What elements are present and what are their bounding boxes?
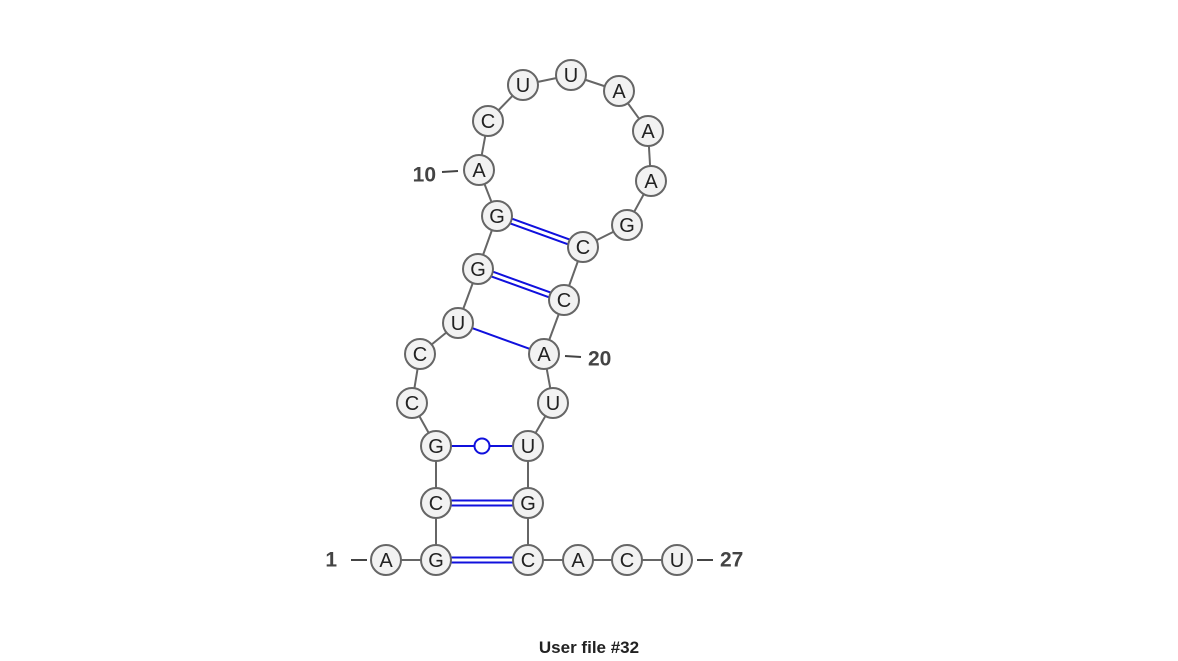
nucleotide-circle bbox=[603, 75, 635, 107]
nucleotide-circle bbox=[404, 338, 436, 370]
nucleotide-letter: U bbox=[516, 75, 530, 97]
nucleotide-letter: U bbox=[451, 313, 465, 335]
nucleotide-circle bbox=[512, 430, 544, 462]
nucleotide-circle bbox=[661, 544, 693, 576]
position-label: 10 bbox=[413, 164, 436, 187]
nucleotide-letter: C bbox=[521, 550, 535, 572]
nucleotide: G bbox=[420, 430, 452, 462]
nucleotide-circle bbox=[512, 544, 544, 576]
nucleotide-letter: A bbox=[472, 160, 486, 182]
nucleotide-circle bbox=[507, 69, 539, 101]
nucleotide: G bbox=[481, 200, 513, 232]
position-labels: 1 10 20 27 bbox=[325, 164, 743, 572]
nucleotide-letter: G bbox=[489, 206, 505, 228]
base-pair-line bbox=[471, 327, 531, 350]
nucleotide-circle bbox=[462, 253, 494, 285]
nucleotide-letter: A bbox=[641, 121, 655, 143]
nucleotide-circle bbox=[611, 544, 643, 576]
nucleotide-letter: A bbox=[644, 171, 658, 193]
nucleotide-letter: C bbox=[429, 493, 443, 515]
nucleotide: U bbox=[442, 307, 474, 339]
nucleotide: C bbox=[472, 105, 504, 137]
nucleotide-letter: C bbox=[405, 393, 419, 415]
nucleotide: U bbox=[512, 430, 544, 462]
nucleotide: G bbox=[611, 209, 643, 241]
nucleotide: G bbox=[420, 544, 452, 576]
nucleotide-letter: C bbox=[481, 111, 495, 133]
nucleotide-circle bbox=[635, 165, 667, 197]
nucleotide: C bbox=[404, 338, 436, 370]
nucleotide-letter: G bbox=[619, 215, 635, 237]
nucleotide-circle bbox=[472, 105, 504, 137]
nucleotide-circle bbox=[442, 307, 474, 339]
nucleotide: A bbox=[528, 338, 560, 370]
nucleotide-letter: U bbox=[670, 550, 684, 572]
nucleotide: G bbox=[512, 487, 544, 519]
nucleotide-circle bbox=[463, 154, 495, 186]
nucleotide: C bbox=[396, 387, 428, 419]
nucleotide-letter: G bbox=[470, 259, 486, 281]
nucleotide: C bbox=[512, 544, 544, 576]
nucleotide-circle bbox=[632, 115, 664, 147]
nucleotide-letter: A bbox=[537, 344, 551, 366]
nucleotide-circle bbox=[420, 430, 452, 462]
position-label: 27 bbox=[720, 549, 743, 572]
nucleotide: C bbox=[548, 284, 580, 316]
nucleotide-circle bbox=[481, 200, 513, 232]
position-label: 20 bbox=[588, 348, 611, 371]
nucleotide: U bbox=[537, 387, 569, 419]
nucleotide-letter: C bbox=[413, 344, 427, 366]
nucleotide: A bbox=[463, 154, 495, 186]
wobble-pair-marker bbox=[473, 437, 491, 455]
nucleotide-circle bbox=[567, 231, 599, 263]
nucleotide-letter: C bbox=[620, 550, 634, 572]
nucleotide-circle bbox=[537, 387, 569, 419]
nucleotide: U bbox=[555, 59, 587, 91]
position-tick bbox=[564, 355, 582, 358]
nucleotide-letter: G bbox=[520, 493, 536, 515]
base-pair-line bbox=[509, 222, 569, 246]
nucleotide-circle bbox=[555, 59, 587, 91]
nucleotide-circle bbox=[528, 338, 560, 370]
nucleotide-circle bbox=[512, 487, 544, 519]
nucleotide: G bbox=[462, 253, 494, 285]
nucleotide: U bbox=[661, 544, 693, 576]
nucleotide-letter: C bbox=[557, 290, 571, 312]
nucleotide-letter: U bbox=[521, 436, 535, 458]
nucleotide: C bbox=[567, 231, 599, 263]
nucleotide-letter: G bbox=[428, 550, 444, 572]
nucleotide-letter: A bbox=[612, 81, 626, 103]
nucleotide: A bbox=[370, 544, 402, 576]
nucleotide: A bbox=[562, 544, 594, 576]
nucleotide-circle bbox=[562, 544, 594, 576]
base-pair-line bbox=[492, 270, 552, 294]
position-label: 1 bbox=[325, 549, 337, 572]
nucleotide-circle bbox=[420, 544, 452, 576]
base-pair-line bbox=[511, 217, 571, 241]
nucleotide-circle bbox=[396, 387, 428, 419]
nucleotide: C bbox=[420, 487, 452, 519]
backbone-links bbox=[386, 74, 677, 561]
nucleotide-letter: G bbox=[428, 436, 444, 458]
base-pair-line bbox=[490, 275, 550, 299]
nucleotide-letter: C bbox=[576, 237, 590, 259]
nucleotide-circle bbox=[548, 284, 580, 316]
nucleotide-circle bbox=[370, 544, 402, 576]
nucleotide-letter: A bbox=[379, 550, 393, 572]
position-tick bbox=[441, 170, 459, 173]
nucleotide-circle bbox=[611, 209, 643, 241]
nucleotide: C bbox=[611, 544, 643, 576]
nucleotide-letter: U bbox=[546, 393, 560, 415]
nucleotide-letter: U bbox=[564, 65, 578, 87]
nucleotide-circle bbox=[420, 487, 452, 519]
nucleotide-letter: A bbox=[571, 550, 585, 572]
nucleotide: U bbox=[507, 69, 539, 101]
nucleotide: A bbox=[632, 115, 664, 147]
diagram-caption: User file #32 bbox=[538, 638, 640, 657]
nucleotide: A bbox=[635, 165, 667, 197]
base-pair-links bbox=[451, 217, 571, 564]
nucleotide: A bbox=[603, 75, 635, 107]
